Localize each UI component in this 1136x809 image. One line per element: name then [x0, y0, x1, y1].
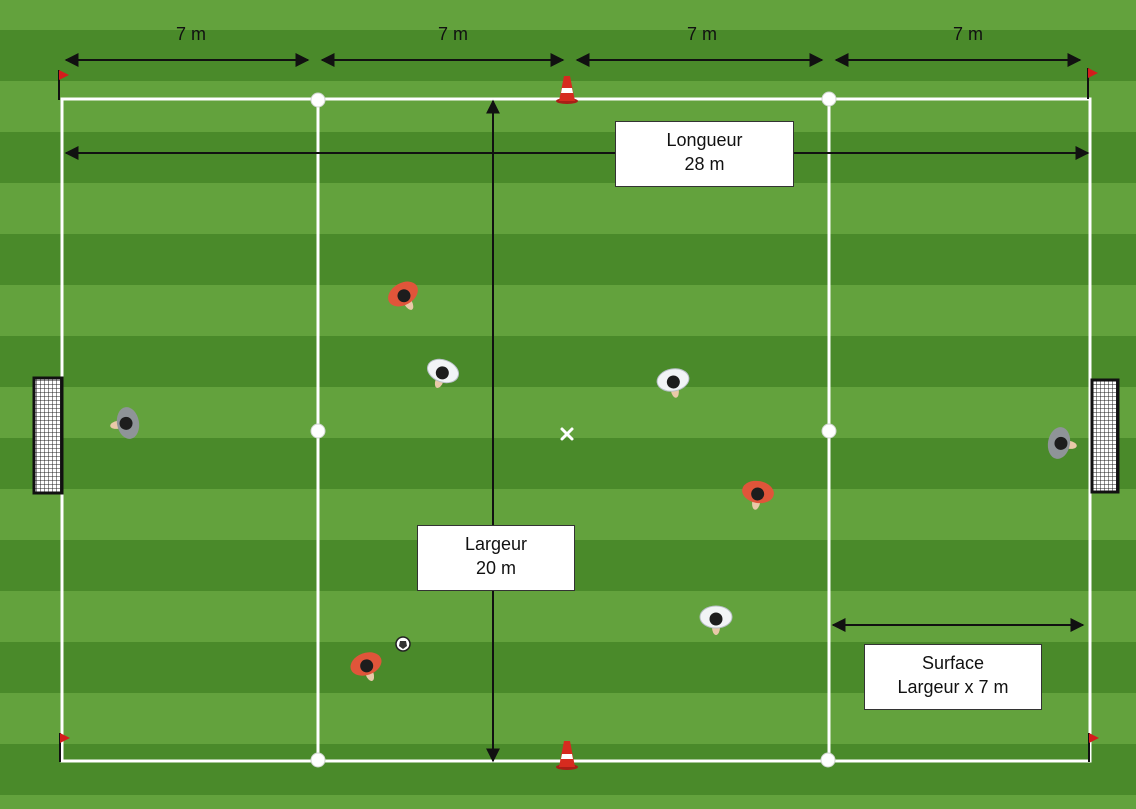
player-goalkeeper — [110, 407, 140, 439]
corner-flag-icon — [58, 70, 69, 100]
segment-label-3: 7 m — [686, 24, 717, 44]
marker-disc — [821, 91, 837, 107]
player-goalkeeper — [1047, 427, 1077, 459]
width-value: 20 m — [475, 558, 517, 578]
player-white — [656, 368, 690, 398]
marker-disc — [310, 423, 326, 439]
surface-label-box: Surface Largeur x 7 m — [864, 644, 1042, 710]
surface-title: Surface — [921, 653, 985, 673]
grass-stripe — [0, 438, 1136, 489]
player-red — [742, 480, 774, 510]
player-white — [699, 605, 733, 635]
length-label-box: Longueur 28 m — [615, 121, 794, 187]
player-white — [427, 358, 459, 389]
line-markers — [310, 91, 837, 768]
width-label-box: Largeur 20 m — [417, 525, 575, 591]
center-cross-icon — [560, 427, 574, 441]
marker-disc — [820, 752, 836, 768]
player-red — [388, 281, 418, 310]
grass-stripe — [0, 234, 1136, 285]
goal-right — [1090, 378, 1120, 494]
surface-value: Largeur x 7 m — [897, 677, 1009, 697]
corner-flag-icon — [1087, 68, 1098, 99]
cone-icon — [556, 76, 578, 104]
grass-stripe — [0, 132, 1136, 183]
marker-disc — [310, 92, 326, 108]
dimension-arrows — [64, 53, 1090, 763]
segment-label-2: 7 m — [437, 24, 468, 44]
marker-disc — [821, 423, 837, 439]
segment-label-4: 7 m — [952, 24, 983, 44]
corner-flag-icon — [59, 733, 70, 762]
goal-left — [32, 376, 64, 495]
grass-stripe — [0, 336, 1136, 387]
length-value: 28 m — [684, 154, 725, 174]
marker-disc — [310, 752, 326, 768]
width-title: Largeur — [464, 534, 528, 554]
player-red — [350, 652, 382, 682]
cone-icon — [556, 741, 578, 770]
ball-icon — [395, 636, 411, 652]
length-title: Longueur — [666, 130, 743, 150]
corner-flag-icon — [1088, 733, 1099, 762]
segment-label-1: 7 m — [175, 24, 206, 44]
